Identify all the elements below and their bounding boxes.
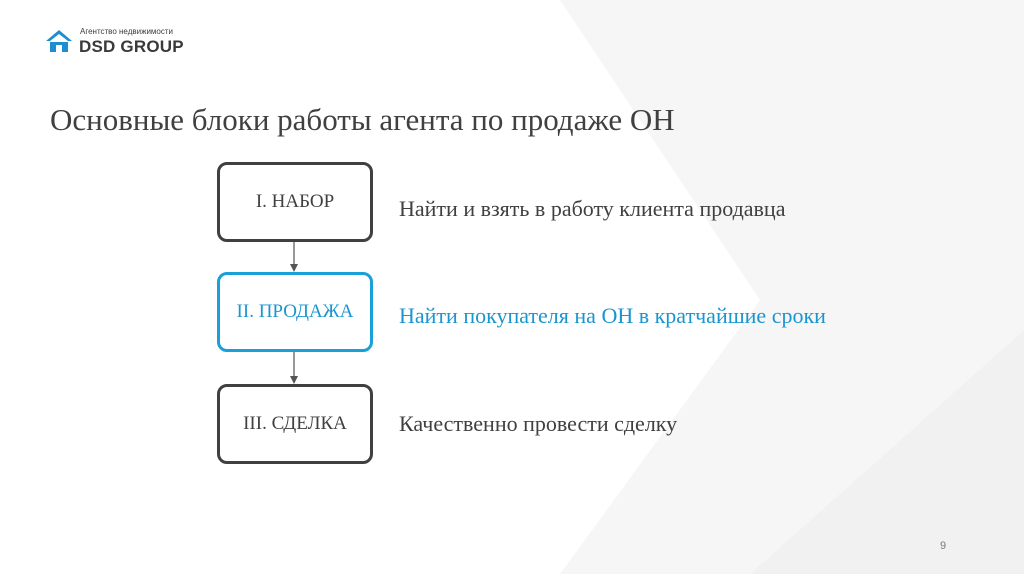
step-box-recruitment: I. НАБОР bbox=[217, 162, 373, 242]
slide-title: Основные блоки работы агента по продаже … bbox=[50, 102, 675, 137]
house-roof-icon bbox=[46, 30, 72, 52]
step-box-sales: II. ПРОДАЖА bbox=[217, 272, 373, 352]
step-description-deal: Качественно провести сделку bbox=[399, 411, 678, 436]
step-description-sales: Найти покупателя на ОН в кратчайшие срок… bbox=[399, 303, 826, 328]
step-box-deal: III. СДЕЛКА bbox=[217, 384, 373, 464]
page-number: 9 bbox=[940, 540, 947, 552]
step-description-recruitment: Найти и взять в работу клиента продавца bbox=[399, 196, 786, 221]
arrow-down-icon bbox=[290, 352, 298, 384]
logo-tagline: Агентство недвижимости bbox=[80, 27, 173, 36]
logo-name: DSD GROUP bbox=[79, 37, 184, 56]
arrow-down-icon bbox=[290, 242, 298, 272]
company-logo: Агентство недвижимости DSD GROUP bbox=[44, 24, 194, 60]
